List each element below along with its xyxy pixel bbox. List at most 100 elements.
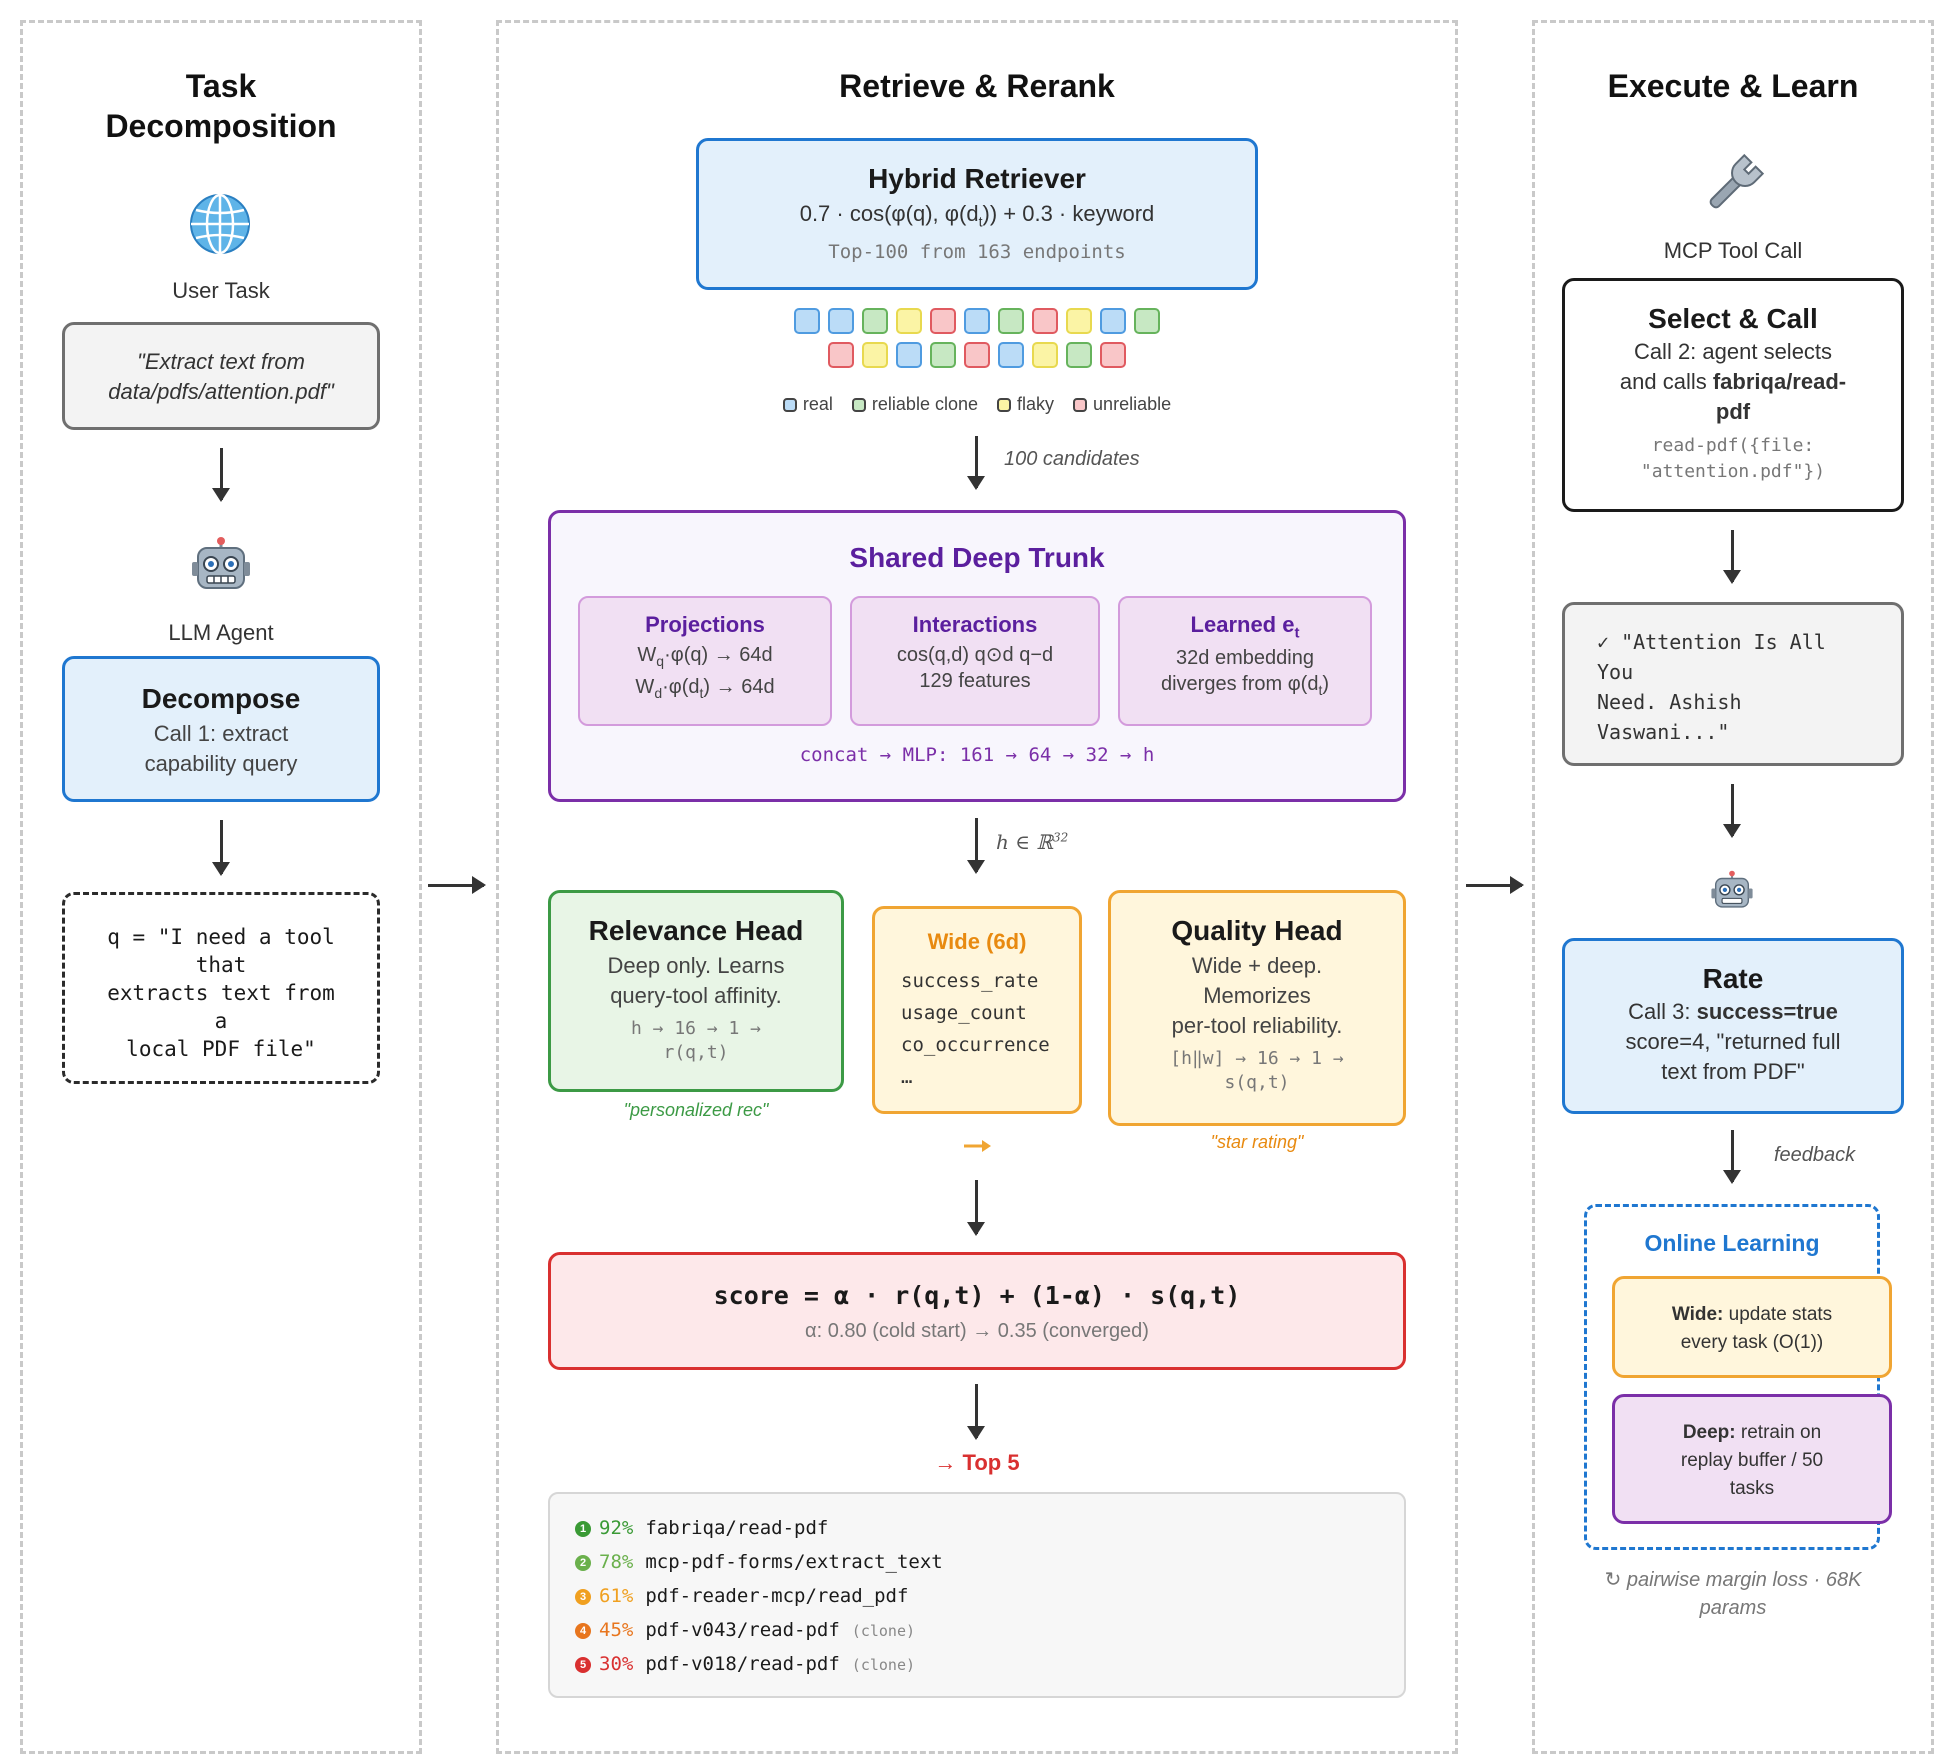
select-call-box: Select & Call Call 2: agent selects and … [1562, 278, 1904, 512]
rate-line: text from PDF" [1661, 1059, 1805, 1084]
loss-line: params [1699, 1597, 1767, 1619]
projections-title: Projections [645, 612, 765, 637]
wide-item: co_occurrence [901, 1034, 1050, 1056]
rate-line: score=4, "returned full [1625, 1029, 1841, 1054]
wide-item: usage_count [901, 1002, 1027, 1024]
projections-line: Wq·φ(q) → 64d [580, 642, 830, 674]
globe-icon [188, 192, 252, 256]
learned-embedding-box: Learned et 32d embedding diverges from φ… [1118, 596, 1372, 726]
select-line: and calls fabriqa/read- [1565, 367, 1901, 397]
interactions-line: 129 features [919, 670, 1031, 692]
legend-swatch [782, 398, 797, 412]
legend-real: real [782, 394, 833, 414]
rank-tool-name: mcp-pdf-forms/extract_text [645, 1551, 943, 1573]
relevance-head-box: Relevance Head Deep only. Learns query-t… [548, 890, 844, 1092]
arrow-down [1723, 1130, 1741, 1184]
rate-box: Rate Call 3: success=true score=4, "retu… [1562, 938, 1904, 1114]
decompose-line: capability query [144, 751, 298, 776]
learned-title: Learned et [1120, 612, 1370, 641]
relevance-line: Deep only. Learns [607, 953, 785, 978]
legend-text: unreliable [1093, 394, 1172, 414]
wrench-icon [1700, 152, 1766, 218]
rank-percent: 92% [599, 1517, 634, 1539]
tool-result-box: ✓ "Attention Is All You Need. Ashish Vas… [1562, 602, 1904, 766]
arrow-down [967, 436, 985, 490]
candidate-chip-flaky [1032, 342, 1058, 368]
robot-icon [190, 536, 252, 598]
select-code: read-pdf({file: [1651, 435, 1815, 456]
query-line: a [214, 1009, 228, 1033]
candidate-chip-real [998, 342, 1024, 368]
candidate-chip-clone [1066, 342, 1092, 368]
candidate-chip-unreliable [964, 342, 990, 368]
wide-item: success_rate [901, 970, 1039, 992]
candidate-chip-real [896, 342, 922, 368]
formula-text: )) + 0.3 · keyword [982, 201, 1155, 226]
rank-tag: (clone) [851, 1656, 916, 1674]
arrow-down [967, 1180, 985, 1236]
candidate-chip-clone [998, 308, 1024, 334]
interactions-box: Interactions cos(q,d) q⊙d q−d 129 featur… [850, 596, 1100, 726]
legend-clone: reliable clone [851, 394, 978, 414]
result-line: You [1597, 660, 1634, 684]
quality-formula: s(q,t) [1224, 1072, 1290, 1093]
relevance-title: Relevance Head [588, 915, 804, 946]
capability-query-box: q = "I need a tool that extracts text fr… [62, 892, 380, 1084]
score-box: score = α · r(q,t) + (1-α) · s(q,t) α: 0… [548, 1252, 1406, 1370]
online-learning-title: Online Learning [1644, 1230, 1820, 1256]
trunk-title: Shared Deep Trunk [849, 542, 1105, 573]
rank-tool-name: pdf-v018/read-pdf [645, 1653, 840, 1675]
decompose-box: Decompose Call 1: extract capability que… [62, 656, 380, 802]
formula-sub: t [1318, 682, 1323, 699]
arrow-down [967, 818, 985, 874]
result-line: ✓ "Attention Is All [1597, 630, 1826, 654]
candidates-label: 100 candidates [1004, 448, 1140, 470]
score-alpha: α: 0.80 (cold start) → 0.35 (converged) [805, 1320, 1149, 1342]
rate-title: Rate [1702, 963, 1764, 994]
query-line: local PDF file" [126, 1037, 316, 1061]
rate-line: Call 3: success=true [1565, 997, 1901, 1027]
arrow-down [967, 1384, 985, 1440]
loss-line: ↻ pairwise margin loss · 68K [1604, 1569, 1862, 1591]
result-line: Need. Ashish [1597, 690, 1742, 714]
formula-sub: d [654, 685, 663, 701]
user-task-quote: "Extract text from [137, 349, 305, 374]
left-column-title: Task Decomposition [20, 66, 422, 146]
rank-number: 2 [575, 1555, 591, 1571]
legend-swatch [851, 398, 866, 412]
candidate-chip-unreliable [1032, 308, 1058, 334]
query-line: q = "I need a tool [107, 925, 335, 949]
formula-text: Learned e [1190, 612, 1295, 637]
wide-to-quality-arrow [962, 1138, 992, 1154]
ranking-row: 2 78% mcp-pdf-forms/extract_text [575, 1550, 943, 1575]
interactions-line: cos(q,d) q⊙d q−d [896, 644, 1054, 666]
projections-box: Projections Wq·φ(q) → 64d Wd·φ(dt) → 64d [578, 596, 832, 726]
rank-percent: 78% [599, 1551, 634, 1573]
robot-icon [1710, 870, 1754, 914]
relevance-line: query-tool affinity. [610, 983, 782, 1008]
rank-number: 5 [575, 1657, 591, 1673]
formula-text: W [637, 644, 657, 666]
relevance-caption: "personalized rec" [623, 1100, 769, 1120]
decompose-title: Decompose [141, 683, 301, 714]
top5-label: → Top 5 [934, 1450, 1020, 1475]
formula-text: diverges from φ(d [1160, 673, 1319, 696]
rank-percent: 61% [599, 1585, 634, 1607]
rank-percent: 30% [599, 1653, 634, 1675]
relevance-formula: h → 16 → 1 → [630, 1018, 762, 1039]
candidate-chip-clone [930, 342, 956, 368]
wide-items: success_rate usage_count co_occurrence … [901, 965, 1079, 1093]
formula-text: W [635, 676, 655, 698]
right-column-title: Execute & Learn [1607, 68, 1859, 104]
formula-text: ·φ(d [662, 676, 700, 698]
legend-unreliable: unreliable [1073, 394, 1171, 414]
wide-update-box: Wide: update stats every task (O(1)) [1612, 1276, 1892, 1378]
legend-swatch [1073, 398, 1088, 412]
candidate-chip-unreliable [1100, 342, 1126, 368]
title-line: Task [185, 68, 257, 104]
quality-line: per-tool reliability. [1171, 1013, 1343, 1038]
candidate-chip-flaky [1066, 308, 1092, 334]
